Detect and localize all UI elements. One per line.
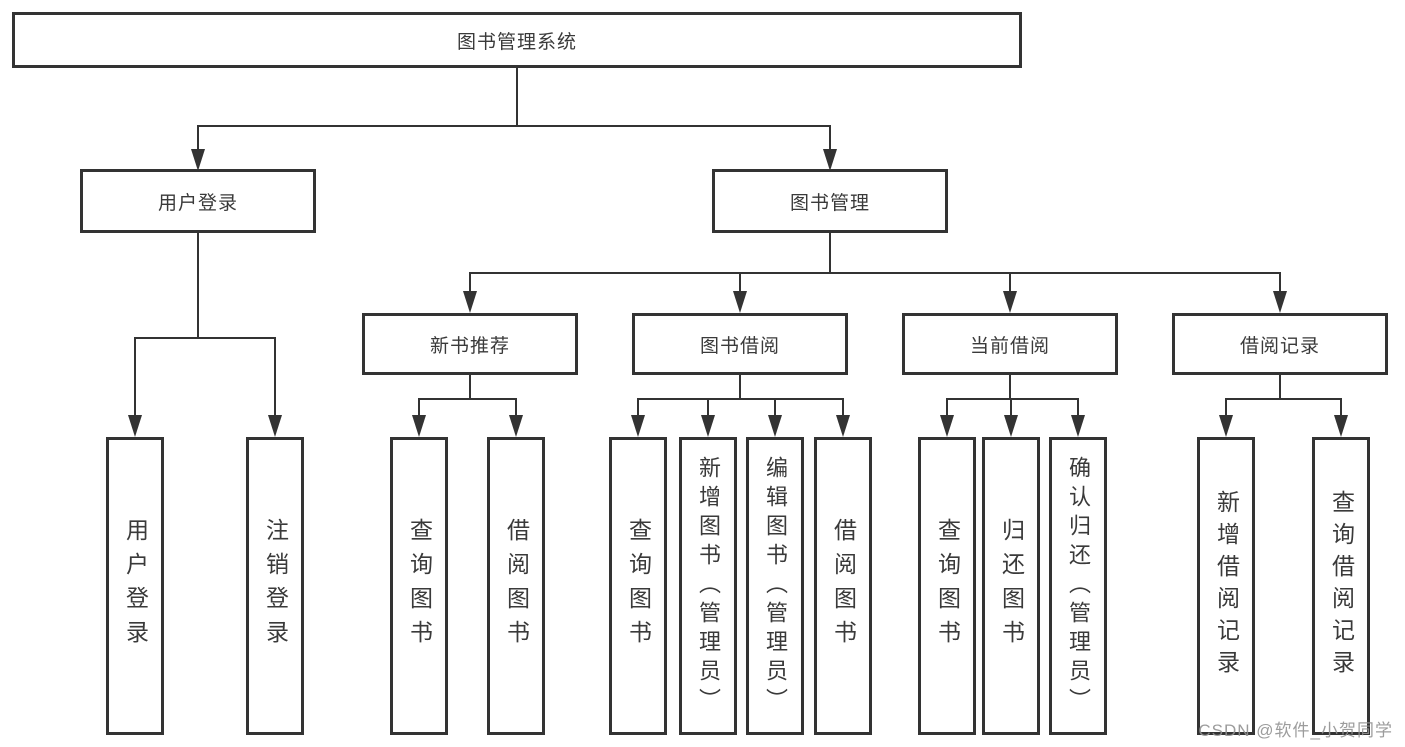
arrow-down-icon	[1003, 291, 1017, 313]
node-new-book-recommend-label: 新书推荐	[429, 335, 510, 357]
leaf-logout: 注销登录	[246, 437, 304, 735]
connector-line	[134, 337, 136, 417]
leaf-query-books-recommend: 查询图书	[390, 437, 448, 735]
leaf-label: 查询图书	[625, 518, 652, 654]
leaf-label: 查询图书	[406, 518, 433, 654]
arrow-down-icon	[1004, 415, 1018, 437]
watermark: CSDN @软件_小贺同学	[1198, 721, 1393, 740]
connector-line	[1279, 374, 1281, 399]
arrow-down-icon	[1219, 415, 1233, 437]
connector-line	[419, 398, 517, 400]
leaf-query-books-borrow: 查询图书	[609, 437, 667, 735]
arrow-down-icon	[836, 415, 850, 437]
leaf-label: 用户登录	[122, 518, 149, 654]
connector-line	[1010, 398, 1012, 417]
leaf-label: 编辑图书（管理员）	[763, 455, 788, 717]
connector-line	[707, 398, 709, 417]
connector-line	[274, 337, 276, 417]
connector-line	[1340, 398, 1342, 417]
connector-line	[829, 125, 831, 153]
connector-line	[198, 125, 831, 127]
connector-line	[1225, 398, 1227, 417]
connector-line	[1009, 272, 1011, 293]
leaf-user-login: 用户登录	[106, 437, 164, 735]
connector-line	[946, 398, 948, 417]
connector-line	[469, 374, 471, 399]
connector-line	[197, 125, 199, 153]
node-borrow-records: 借阅记录	[1172, 313, 1388, 375]
arrow-down-icon	[768, 415, 782, 437]
arrow-down-icon	[1273, 291, 1287, 313]
leaf-label: 借阅图书	[830, 518, 857, 654]
connector-line	[1009, 374, 1011, 399]
connector-line	[1226, 398, 1341, 400]
connector-line	[134, 337, 276, 339]
connector-line	[516, 68, 518, 125]
node-root: 图书管理系统	[12, 12, 1022, 68]
leaf-label: 新增图书（管理员）	[696, 455, 721, 717]
connector-line	[1279, 272, 1281, 293]
arrow-down-icon	[1334, 415, 1348, 437]
node-current-borrow-label: 当前借阅	[969, 335, 1050, 357]
leaf-add-borrow-record: 新增借阅记录	[1197, 437, 1255, 735]
leaf-add-book-admin: 新增图书（管理员）	[679, 437, 737, 735]
arrow-down-icon	[1071, 415, 1085, 437]
node-book-management: 图书管理	[712, 169, 948, 233]
connector-line	[774, 398, 776, 417]
connector-line	[829, 233, 831, 273]
arrow-down-icon	[191, 149, 205, 171]
connector-line	[418, 398, 420, 417]
leaf-borrow-books: 借阅图书	[814, 437, 872, 735]
connector-line	[739, 374, 741, 399]
leaf-label: 查询图书	[934, 518, 961, 654]
leaf-label: 确认归还（管理员）	[1066, 455, 1091, 717]
node-user-login: 用户登录	[80, 169, 316, 233]
leaf-label: 借阅图书	[503, 518, 530, 654]
node-current-borrow: 当前借阅	[902, 313, 1118, 375]
node-book-management-label: 图书管理	[789, 192, 870, 214]
connector-line	[842, 398, 844, 417]
connector-line	[947, 398, 1078, 400]
node-user-login-label: 用户登录	[157, 192, 238, 214]
arrow-down-icon	[509, 415, 523, 437]
arrow-down-icon	[940, 415, 954, 437]
connector-line	[197, 233, 199, 338]
leaf-borrow-books-recommend: 借阅图书	[487, 437, 545, 735]
arrow-down-icon	[631, 415, 645, 437]
node-new-book-recommend: 新书推荐	[362, 313, 578, 375]
connector-line	[1077, 398, 1079, 417]
connector-line	[739, 272, 741, 293]
arrow-down-icon	[268, 415, 282, 437]
node-book-borrow-label: 图书借阅	[699, 335, 780, 357]
leaf-query-borrow-record: 查询借阅记录	[1312, 437, 1370, 735]
connector-line	[638, 398, 843, 400]
connector-line	[470, 272, 1280, 274]
arrow-down-icon	[733, 291, 747, 313]
leaf-confirm-return-admin: 确认归还（管理员）	[1049, 437, 1107, 735]
arrow-down-icon	[412, 415, 426, 437]
arrow-down-icon	[701, 415, 715, 437]
arrow-down-icon	[463, 291, 477, 313]
leaf-return-books: 归还图书	[982, 437, 1040, 735]
leaf-query-books-current: 查询图书	[918, 437, 976, 735]
connector-line	[469, 272, 471, 293]
node-root-label: 图书管理系统	[456, 31, 577, 53]
leaf-label: 查询借阅记录	[1328, 490, 1355, 682]
leaf-edit-book-admin: 编辑图书（管理员）	[746, 437, 804, 735]
arrow-down-icon	[128, 415, 142, 437]
connector-line	[637, 398, 639, 417]
connector-line	[515, 398, 517, 417]
leaf-label: 新增借阅记录	[1213, 490, 1240, 682]
node-borrow-records-label: 借阅记录	[1239, 335, 1320, 357]
leaf-label: 注销登录	[262, 518, 289, 654]
arrow-down-icon	[823, 149, 837, 171]
node-book-borrow: 图书借阅	[632, 313, 848, 375]
leaf-label: 归还图书	[998, 518, 1025, 654]
